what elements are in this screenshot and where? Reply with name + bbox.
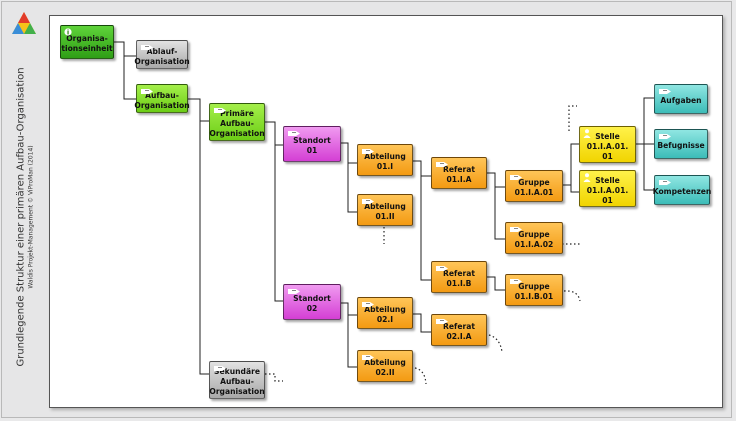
node-label: Ablauf- Organisation (134, 46, 190, 66)
node-label: Gruppe 01.I.A.01 (514, 178, 554, 197)
triangle-logo-icon (12, 12, 36, 34)
arrow-tag-icon (214, 366, 226, 371)
node-gruppe-01-i-a-01[interactable]: Gruppe 01.I.A.01 (505, 170, 563, 202)
arrow-tag-icon (436, 266, 448, 271)
node-referat-01-i-b[interactable]: Referat 01.I.B (431, 261, 487, 293)
caption-subtitle: Waldis Projekt-Management © ViProMan (20… (27, 145, 35, 289)
arrow-tag-icon (659, 89, 671, 94)
arrow-tag-icon (362, 302, 374, 307)
node-label: Abteilung 02.II (364, 358, 406, 377)
node-label: Befugnisse (657, 141, 705, 150)
node-abteilung-02-ii[interactable]: Abteilung 02.II (357, 350, 413, 382)
node-label: Stelle 01.I.A.01. 01 (586, 175, 629, 205)
node-abteilung-02-i[interactable]: Abteilung 02.I (357, 297, 413, 329)
node-label: Sekundäre Aufbau- Organisation (209, 367, 265, 396)
node-abteilung-01-i[interactable]: Abteilung 01.I (357, 144, 413, 176)
node-gruppe-01-i-b-01[interactable]: Gruppe 01.I.B.01 (505, 274, 563, 306)
node-abteilung-01-ii[interactable]: Abteilung 01.II (357, 194, 413, 226)
node-standort-01[interactable]: Standort 01 (283, 126, 341, 162)
node-primaere-aufbau-organisation[interactable]: Primäre Aufbau- Organisation (209, 103, 265, 141)
node-kompetenzen[interactable]: Kompetenzen (652, 175, 712, 205)
node-label: Referat 02.I.A (443, 322, 475, 341)
node-gruppe-01-i-a-02[interactable]: Gruppe 01.I.A.02 (505, 222, 563, 254)
arrow-tag-icon (659, 180, 671, 185)
node-label: Primäre Aufbau- Organisation (209, 109, 265, 138)
node-label: Referat 01.I.B (443, 269, 475, 288)
node-aufgaben[interactable]: Aufgaben (654, 84, 708, 114)
node-referat-02-i-a[interactable]: Referat 02.I.A (431, 314, 487, 346)
arrow-tag-icon (659, 134, 671, 139)
node-label: Standort 02 (293, 294, 331, 313)
node-stelle-2[interactable]: Stelle 01.I.A.01. 01 (579, 170, 636, 207)
node-sekundaere-aufbau-organisation[interactable]: Sekundäre Aufbau- Organisation (209, 361, 265, 399)
node-referat-01-i-a[interactable]: Referat 01.I.A (431, 157, 487, 189)
arrow-tag-icon (288, 289, 300, 294)
arrow-tag-icon (510, 227, 522, 232)
arrow-tag-icon (436, 319, 448, 324)
arrow-tag-icon (214, 108, 226, 113)
node-standort-02[interactable]: Standort 02 (283, 284, 341, 320)
arrow-tag-icon (141, 89, 153, 94)
diagram-canvas: Organisa- tionseinheit Ablauf- Organisat… (49, 15, 723, 408)
node-label: Gruppe 01.I.B.01 (514, 282, 554, 301)
node-organisationseinheit[interactable]: Organisa- tionseinheit (60, 25, 114, 59)
arrow-tag-icon (436, 162, 448, 167)
node-label: Kompetenzen (652, 187, 712, 196)
node-label: Abteilung 02.I (364, 305, 406, 324)
arrow-tag-icon (288, 131, 300, 136)
node-befugnisse[interactable]: Befugnisse (654, 129, 708, 159)
arrow-tag-icon (362, 149, 374, 154)
node-label: Gruppe 01.I.A.02 (514, 230, 554, 249)
node-label: Standort 01 (293, 136, 331, 155)
arrow-tag-icon (510, 175, 522, 180)
arrow-tag-icon (362, 355, 374, 360)
connector-lines (114, 41, 654, 385)
diagram-caption: Grundlegende Struktur einer primären Auf… (15, 67, 36, 366)
node-label: Stelle 01.I.A.01. 01 (586, 131, 629, 161)
person-icon (583, 173, 591, 182)
arrow-tag-icon (510, 279, 522, 284)
node-label: Organisa- tionseinheit (61, 34, 113, 53)
node-label: Aufgaben (660, 96, 702, 105)
person-icon (583, 129, 591, 138)
node-label: Abteilung 01.I (364, 152, 406, 171)
arrow-tag-icon (141, 45, 153, 50)
node-stelle-1[interactable]: Stelle 01.I.A.01. 01 (579, 126, 636, 163)
node-ablauf-organisation[interactable]: Ablauf- Organisation (134, 40, 190, 69)
arrow-tag-icon (362, 199, 374, 204)
node-aufbau-organisation[interactable]: Aufbau- Organisation (134, 84, 190, 113)
info-icon (64, 28, 72, 36)
caption-title: Grundlegende Struktur einer primären Auf… (15, 67, 27, 367)
node-label: Abteilung 01.II (364, 202, 406, 221)
node-label: Aufbau- Organisation (134, 90, 190, 110)
node-label: Referat 01.I.A (443, 165, 475, 184)
